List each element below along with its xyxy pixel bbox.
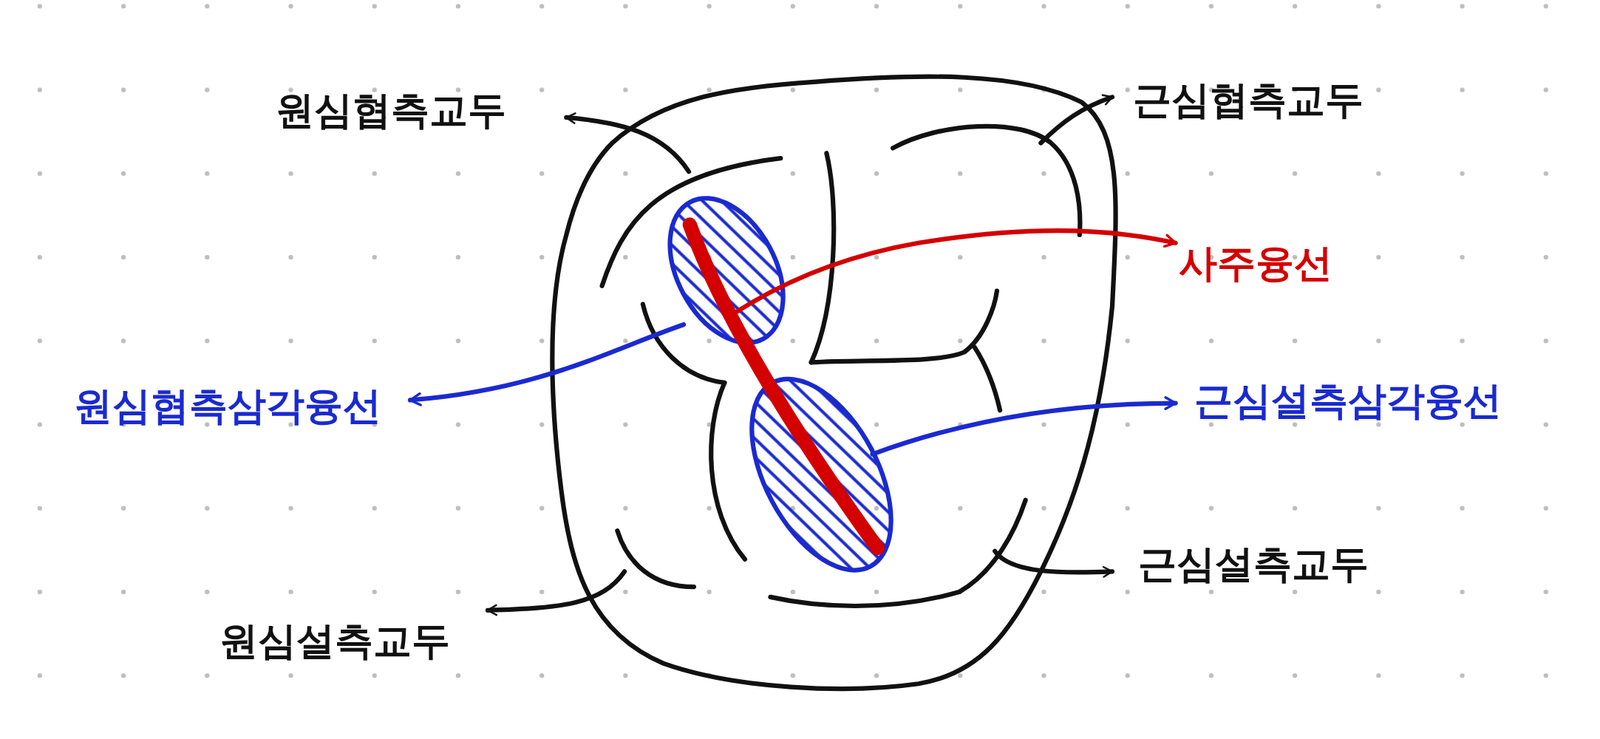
cusp-label: 근심설측교두 xyxy=(1138,540,1369,587)
cusp-label: 원심설측교두 xyxy=(219,617,451,664)
ridge-label: 근심설측삼각융선 xyxy=(1194,377,1502,424)
ridge-label: 원심협측삼각융선 xyxy=(73,382,382,429)
cusp-label: 근심협측교두 xyxy=(1132,76,1364,123)
cusp-label: 원심협측교두 xyxy=(275,87,507,134)
ridge-label: 사주융선 xyxy=(1178,240,1333,287)
